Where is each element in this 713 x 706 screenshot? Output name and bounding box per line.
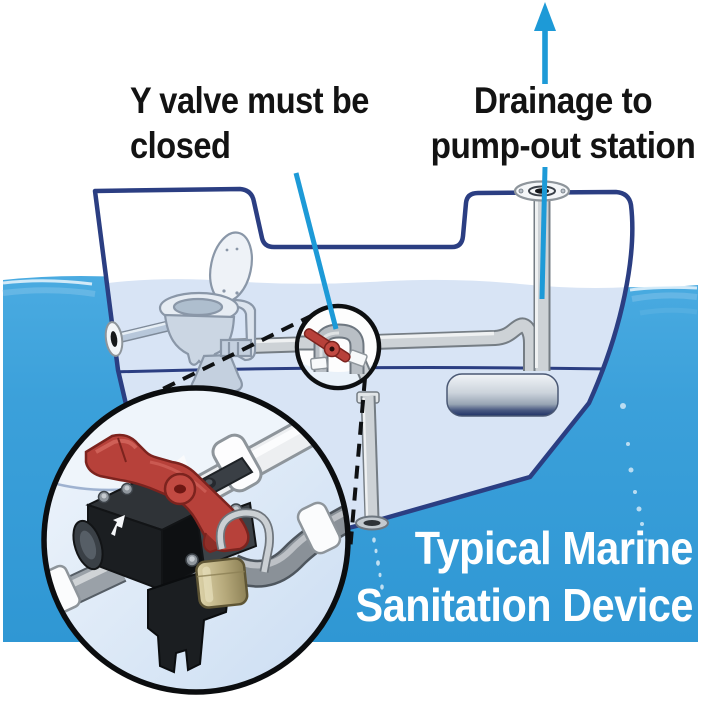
water-highlight [631,292,698,302]
inset-pipe-right-elbow [225,501,346,588]
padlock-icon [195,557,249,609]
flow-arrow-icon [111,515,125,536]
inset-circle-border [41,385,351,695]
y-valve-callout-line [293,172,339,330]
overboard-discharge [355,391,389,590]
hull-outline [92,186,635,575]
holding-tank [446,373,559,417]
diagram-title: Typical Marine Sanitation Device [355,522,694,631]
water-highlight [2,279,93,286]
water-highlight [2,287,96,297]
drainage-callout-line [539,166,548,300]
label-drainage: Drainage to pump-out station [430,80,696,166]
water-highlight [639,307,698,316]
inset-pipe-coupling [296,501,342,555]
arrow-up-icon [534,2,556,84]
label-y-valve: Y valve must be closed [130,80,369,166]
drainage-callout [534,2,556,300]
y-valve-handle [84,433,250,554]
bubbles [620,403,648,542]
discharge-drips [372,537,384,590]
water-highlight [629,285,698,292]
y-valve-highlight-circle [294,303,382,391]
y-valve-handle-small [303,328,351,363]
dashed-connector-lower [348,377,367,552]
